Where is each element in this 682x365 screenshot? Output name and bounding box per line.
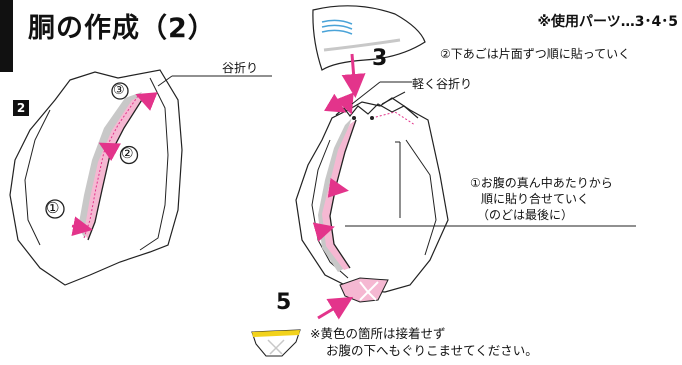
instruction-chin: ②下あごは片面ずつ順に貼っていく <box>440 47 631 61</box>
belly-instruction-line1: ①お腹の真ん中あたりから <box>470 176 613 190</box>
title-bar-accent <box>0 0 13 72</box>
mark-2-left: ② <box>121 146 134 162</box>
part-3-piece <box>312 5 426 98</box>
belly-instruction-line2: 順に貼り合せていく <box>481 192 590 206</box>
belly-instruction-line3: （のどは最後に） <box>477 208 574 222</box>
page-title: 胴の作成（2） <box>28 13 216 44</box>
part-5-piece <box>251 329 301 357</box>
right-body-figure <box>295 81 636 320</box>
part-3-number: 3 <box>372 46 388 71</box>
part-5-number: 5 <box>276 290 292 315</box>
light-fold-label: 軽く谷折り <box>412 77 473 91</box>
step-badge: 2 <box>13 100 29 116</box>
mark-1-left: ① <box>46 199 60 217</box>
fold-label-left: 谷折り <box>222 61 259 75</box>
left-body-figure <box>9 69 272 286</box>
note-line2: お腹の下へもぐりこませてください。 <box>326 343 538 358</box>
mark-3-left: ③ <box>113 83 125 98</box>
note-line1: ※黄色の箇所は接着せず <box>310 326 446 341</box>
parts-used-label: ※使用パーツ…3･4･5 <box>537 14 678 30</box>
